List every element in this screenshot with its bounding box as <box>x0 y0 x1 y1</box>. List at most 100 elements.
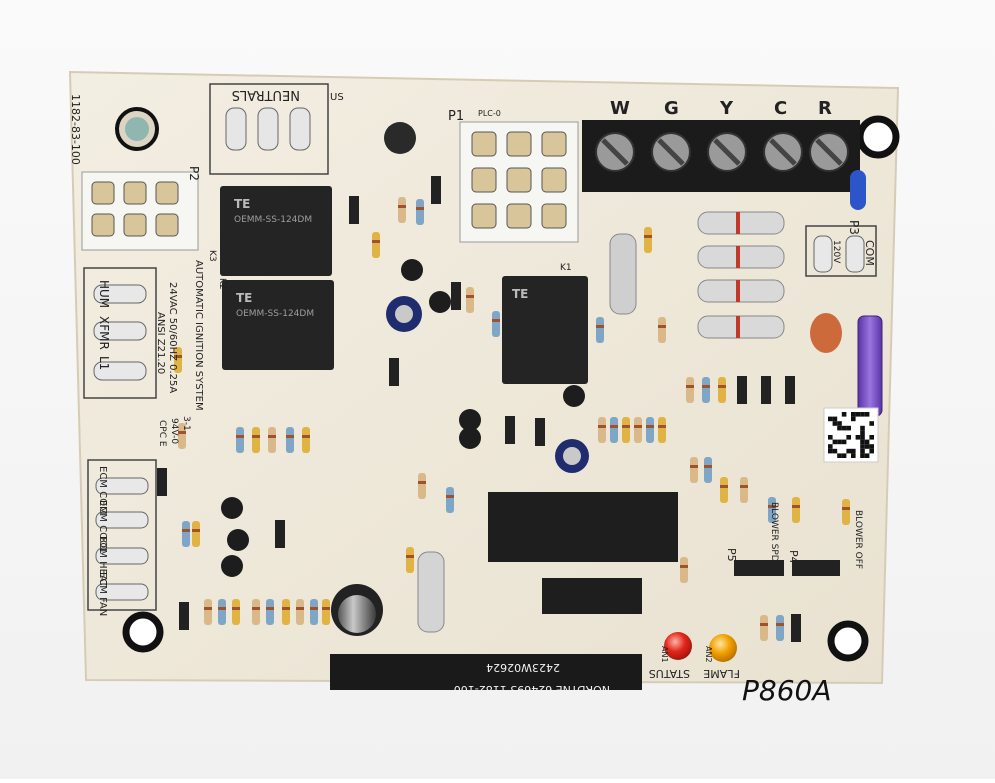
resistor <box>372 232 380 258</box>
qr-module <box>860 425 865 431</box>
relay-brand-k3: TE <box>234 197 250 211</box>
diode <box>791 614 801 642</box>
resistor-band <box>178 431 186 434</box>
resistor-band <box>296 607 304 610</box>
resistor <box>768 497 776 523</box>
resistor-band <box>204 607 212 610</box>
p3-label: P3 <box>847 220 861 235</box>
resistor <box>398 197 406 223</box>
qr-module <box>851 453 856 458</box>
qr-module <box>841 425 847 431</box>
p5-label: P5 <box>725 548 738 562</box>
qr-module <box>869 435 874 440</box>
an2-label: AN2 <box>704 646 713 663</box>
resistor <box>690 457 698 483</box>
diode <box>737 376 747 404</box>
resistor <box>268 427 276 453</box>
resistor <box>282 599 290 625</box>
resistor-band <box>768 505 776 508</box>
mounting-holes <box>115 107 900 662</box>
transistor <box>221 555 243 577</box>
resistor <box>704 457 712 483</box>
fuse <box>857 315 883 417</box>
resistor-band <box>598 425 606 428</box>
part-number-top: 1182-83-100 <box>69 94 82 165</box>
resistor-band <box>268 435 276 438</box>
flame-led <box>709 634 737 662</box>
resistor-band <box>792 505 800 508</box>
resistor <box>644 227 652 253</box>
handwritten-model: P860A <box>742 674 831 707</box>
resistor <box>598 417 606 443</box>
resistor <box>492 311 500 337</box>
diode <box>535 418 545 446</box>
resistor-band <box>680 565 688 568</box>
qr-module <box>860 439 865 445</box>
resistor-band <box>236 435 244 438</box>
qr-module <box>851 416 856 422</box>
resistor-band <box>232 607 240 610</box>
resistor-band <box>372 240 380 243</box>
resistor-band <box>322 607 330 610</box>
diode <box>785 376 795 404</box>
resistor <box>622 417 630 443</box>
qr-module <box>832 448 838 454</box>
resistor <box>446 487 454 513</box>
diode <box>431 176 441 204</box>
transistor <box>221 497 243 519</box>
resistor <box>776 615 784 641</box>
resistor-band <box>492 319 500 322</box>
ecm-fan-label: ECM FAN <box>97 572 108 616</box>
left-spade-terminals <box>93 235 865 601</box>
qr-module <box>864 412 870 417</box>
resistor <box>406 547 414 573</box>
terminal-label-g: G <box>664 98 679 119</box>
ul-us-label: US <box>330 92 344 103</box>
diode <box>275 520 285 548</box>
rating-line-1: 24VAC 50/60HZ 0.25A <box>167 282 178 393</box>
transistor <box>563 385 585 407</box>
resistor-band <box>596 325 604 328</box>
transistor <box>401 259 423 281</box>
terminal-label-y: Y <box>719 98 734 119</box>
resistor <box>322 599 330 625</box>
qr-module <box>851 448 856 454</box>
connector-p1 <box>459 121 579 243</box>
silkscreen-outlines <box>83 83 877 611</box>
qr-module <box>860 435 865 440</box>
resistor-band <box>622 425 630 428</box>
resistor-band <box>174 355 182 358</box>
diode <box>761 376 771 404</box>
diode <box>451 282 461 310</box>
automatic-ignition-label: AUTOMATIC IGNITION SYSTEM <box>193 260 204 411</box>
terminal-label-w: W <box>610 98 630 119</box>
resistor <box>792 497 800 523</box>
qr-module <box>869 421 874 426</box>
qr-module <box>869 444 874 449</box>
resistor <box>204 599 212 625</box>
resistor <box>416 199 424 225</box>
diode <box>349 196 359 224</box>
resistor <box>760 615 768 641</box>
relay-k3-label: K3 <box>207 250 217 262</box>
power-resistors <box>417 211 785 633</box>
resistor-band <box>418 481 426 484</box>
qr-module <box>841 412 847 417</box>
blower-spd-label: BLOWER SPD <box>769 502 779 562</box>
relay-k2-label: K2 <box>217 278 227 290</box>
transistor <box>459 409 481 431</box>
relay-model-k2: OEMM-SS-124DM <box>236 309 314 319</box>
resistor <box>842 499 850 525</box>
p1-label: P1 <box>448 109 464 124</box>
resistor <box>740 477 748 503</box>
mov <box>850 170 866 210</box>
resistor-band <box>466 295 474 298</box>
film-capacitor <box>810 313 842 353</box>
electrolytic-capacitors <box>331 296 589 636</box>
resistor-band <box>702 385 710 388</box>
resistor <box>252 427 260 453</box>
resistor <box>466 287 474 313</box>
qr-module <box>846 448 851 454</box>
resistor-band <box>252 607 260 610</box>
